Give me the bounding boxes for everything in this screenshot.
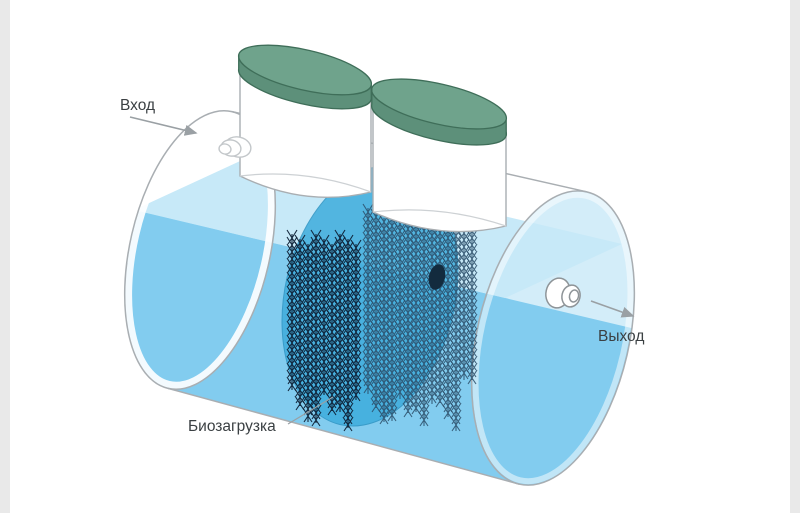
brush-strand — [394, 208, 406, 399]
outlet-pipe — [545, 277, 581, 309]
partition-hole — [428, 264, 446, 290]
inlet-pipe — [218, 136, 252, 158]
brush-strand — [410, 203, 422, 415]
brush-strand — [378, 213, 390, 425]
brush-strand — [294, 234, 306, 411]
brush-strand — [350, 239, 362, 402]
bio-media-label: Биозагрузка — [188, 418, 276, 435]
brush-strand — [442, 208, 454, 420]
outlet-label: Выход — [598, 328, 644, 345]
inlet-label: Вход — [120, 97, 155, 114]
inlet-pipe-ring-inner — [218, 143, 232, 155]
tank-outline — [123, 109, 636, 486]
brush-strand — [302, 239, 314, 423]
annotations: Вход Выход Биозагрузка — [120, 97, 644, 435]
hatch-2-neck-rim — [372, 209, 507, 227]
brush-strand — [418, 208, 430, 427]
outlet-pipe-bore — [568, 289, 580, 303]
inlet-arrow — [129, 116, 198, 136]
left-edge-strip — [0, 0, 10, 513]
right-edge-strip — [790, 0, 800, 513]
hatch-1-neck-rim — [239, 173, 372, 193]
brush-strand — [370, 208, 382, 413]
brush-strand — [402, 213, 414, 418]
hatch-1 — [237, 44, 373, 199]
brush-strand — [342, 234, 354, 432]
brush-strand — [286, 229, 298, 392]
brush-strand — [310, 229, 322, 427]
brush-strand — [334, 229, 346, 413]
left-face-rim — [125, 111, 275, 389]
tank-bottom-edge — [167, 387, 520, 485]
hatch-2 — [370, 78, 508, 233]
brush-strand — [386, 203, 398, 422]
brush-strand — [362, 203, 374, 394]
brush-strand — [450, 213, 462, 432]
bio-media-leader — [287, 396, 334, 425]
brush-cluster-left — [286, 229, 362, 432]
bio-media-section — [281, 165, 478, 432]
brush-strand — [318, 234, 330, 397]
right-face-rim — [472, 191, 634, 485]
outlet-arrow — [590, 300, 635, 318]
brush-strand — [326, 239, 338, 416]
